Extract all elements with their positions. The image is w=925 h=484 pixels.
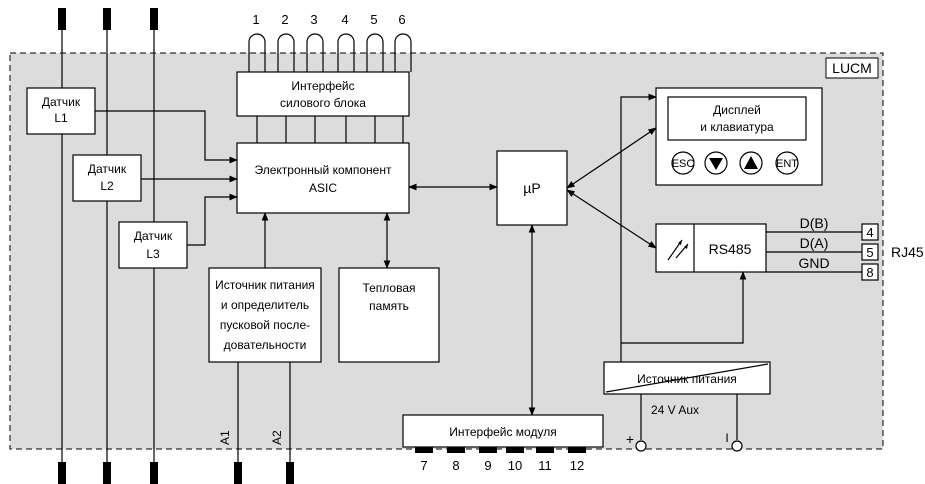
svg-text:5: 5 <box>866 245 873 260</box>
svg-text:и клавиатура: и клавиатура <box>700 120 774 134</box>
mcu-rs485-link <box>566 189 657 249</box>
svg-text:довательности: довательности <box>224 338 307 352</box>
svg-text:1: 1 <box>252 12 259 27</box>
sensor-connections <box>95 110 238 246</box>
svg-text:3: 3 <box>310 12 317 27</box>
svg-text:GND: GND <box>798 255 829 271</box>
svg-text:Источник питания: Источник питания <box>215 278 315 292</box>
svg-text:12: 12 <box>570 458 584 473</box>
svg-text:9: 9 <box>484 458 491 473</box>
asic-block: Электронный компонент ASIC <box>236 142 410 214</box>
top-terminals: 1 2 3 4 5 6 <box>248 12 412 72</box>
rj45-label: RJ45 <box>891 244 924 260</box>
svg-text:7: 7 <box>420 458 427 473</box>
svg-text:ESC: ESC <box>672 158 695 170</box>
rs485-block: RS485 <box>655 223 767 273</box>
svg-text:Тепловая: Тепловая <box>362 281 415 295</box>
svg-text:I: I <box>725 431 728 445</box>
svg-text:силового блока: силового блока <box>280 96 366 110</box>
ent-key <box>775 151 799 175</box>
svg-text:L1: L1 <box>54 111 68 125</box>
svg-text:D(B): D(B) <box>800 215 829 231</box>
svg-text:Датчик: Датчик <box>134 229 173 243</box>
svg-text:5: 5 <box>370 12 377 27</box>
power-source-block: Источник питания и определитель пусковой… <box>208 267 322 363</box>
svg-text:4: 4 <box>866 225 873 240</box>
svg-text:Интерфейс: Интерфейс <box>291 79 354 93</box>
esc-key <box>671 151 695 175</box>
svg-text:2: 2 <box>281 12 288 27</box>
svg-text:и определитель: и определитель <box>221 298 309 312</box>
svg-text:память: память <box>369 299 409 313</box>
svg-text:6: 6 <box>398 12 405 27</box>
sensor-l3: Датчик L3 <box>118 221 188 269</box>
svg-text:Датчик: Датчик <box>42 95 81 109</box>
interface-to-asic-lines <box>256 116 404 143</box>
svg-text:+: + <box>626 431 634 447</box>
svg-text:8: 8 <box>866 265 873 280</box>
sensor-l2: Датчик L2 <box>72 154 142 202</box>
svg-text:Дисплей: Дисплей <box>713 103 761 117</box>
supply-terminals: A1 A2 <box>218 362 294 484</box>
svg-text:RS485: RS485 <box>709 241 752 257</box>
svg-text:4: 4 <box>341 12 348 27</box>
svg-text:пусковой после-: пусковой после- <box>220 318 310 332</box>
power-block-interface: Интерфейс силового блока <box>236 71 410 117</box>
svg-text:24 V Aux: 24 V Aux <box>651 403 699 417</box>
svg-text:µP: µP <box>523 180 540 196</box>
microprocessor-block: µP <box>496 150 568 226</box>
svg-text:ENT: ENT <box>776 158 798 170</box>
svg-text:L3: L3 <box>146 247 160 261</box>
sensor-l1: Датчик L1 <box>26 87 96 135</box>
module-interface-block: Интерфейс модуля <box>402 414 604 453</box>
svg-text:L2: L2 <box>100 179 114 193</box>
svg-text:A2: A2 <box>270 430 284 445</box>
svg-text:ASIC: ASIC <box>309 181 337 195</box>
svg-text:A1: A1 <box>218 430 232 445</box>
svg-text:Интерфейс модуля: Интерфейс модуля <box>449 425 556 439</box>
svg-text:D(A): D(A) <box>800 235 829 251</box>
aux-distribution <box>620 93 747 362</box>
module-label-box <box>825 57 879 79</box>
svg-text:11: 11 <box>538 458 552 473</box>
module-label: LUCM <box>832 60 872 76</box>
display-keypad-block: Дисплей и клавиатура ESC ENT <box>655 87 823 186</box>
phase-lines <box>58 8 158 484</box>
thermal-memory-block: Тепловая память <box>338 267 440 363</box>
svg-text:Электронный компонент: Электронный компонент <box>255 163 392 177</box>
svg-text:Источник питания: Источник питания <box>637 372 737 386</box>
svg-text:Датчик: Датчик <box>88 162 127 176</box>
svg-text:8: 8 <box>452 458 459 473</box>
bottom-terminals: 7 8 9 10 11 12 <box>420 458 584 473</box>
aux-power-block: Источник питания 24 V Aux + I <box>603 361 771 452</box>
svg-text:10: 10 <box>508 458 522 473</box>
rs485-outputs: D(B) D(A) GND 4 5 8 RJ45 <box>766 215 924 281</box>
mcu-display-link <box>566 127 657 189</box>
